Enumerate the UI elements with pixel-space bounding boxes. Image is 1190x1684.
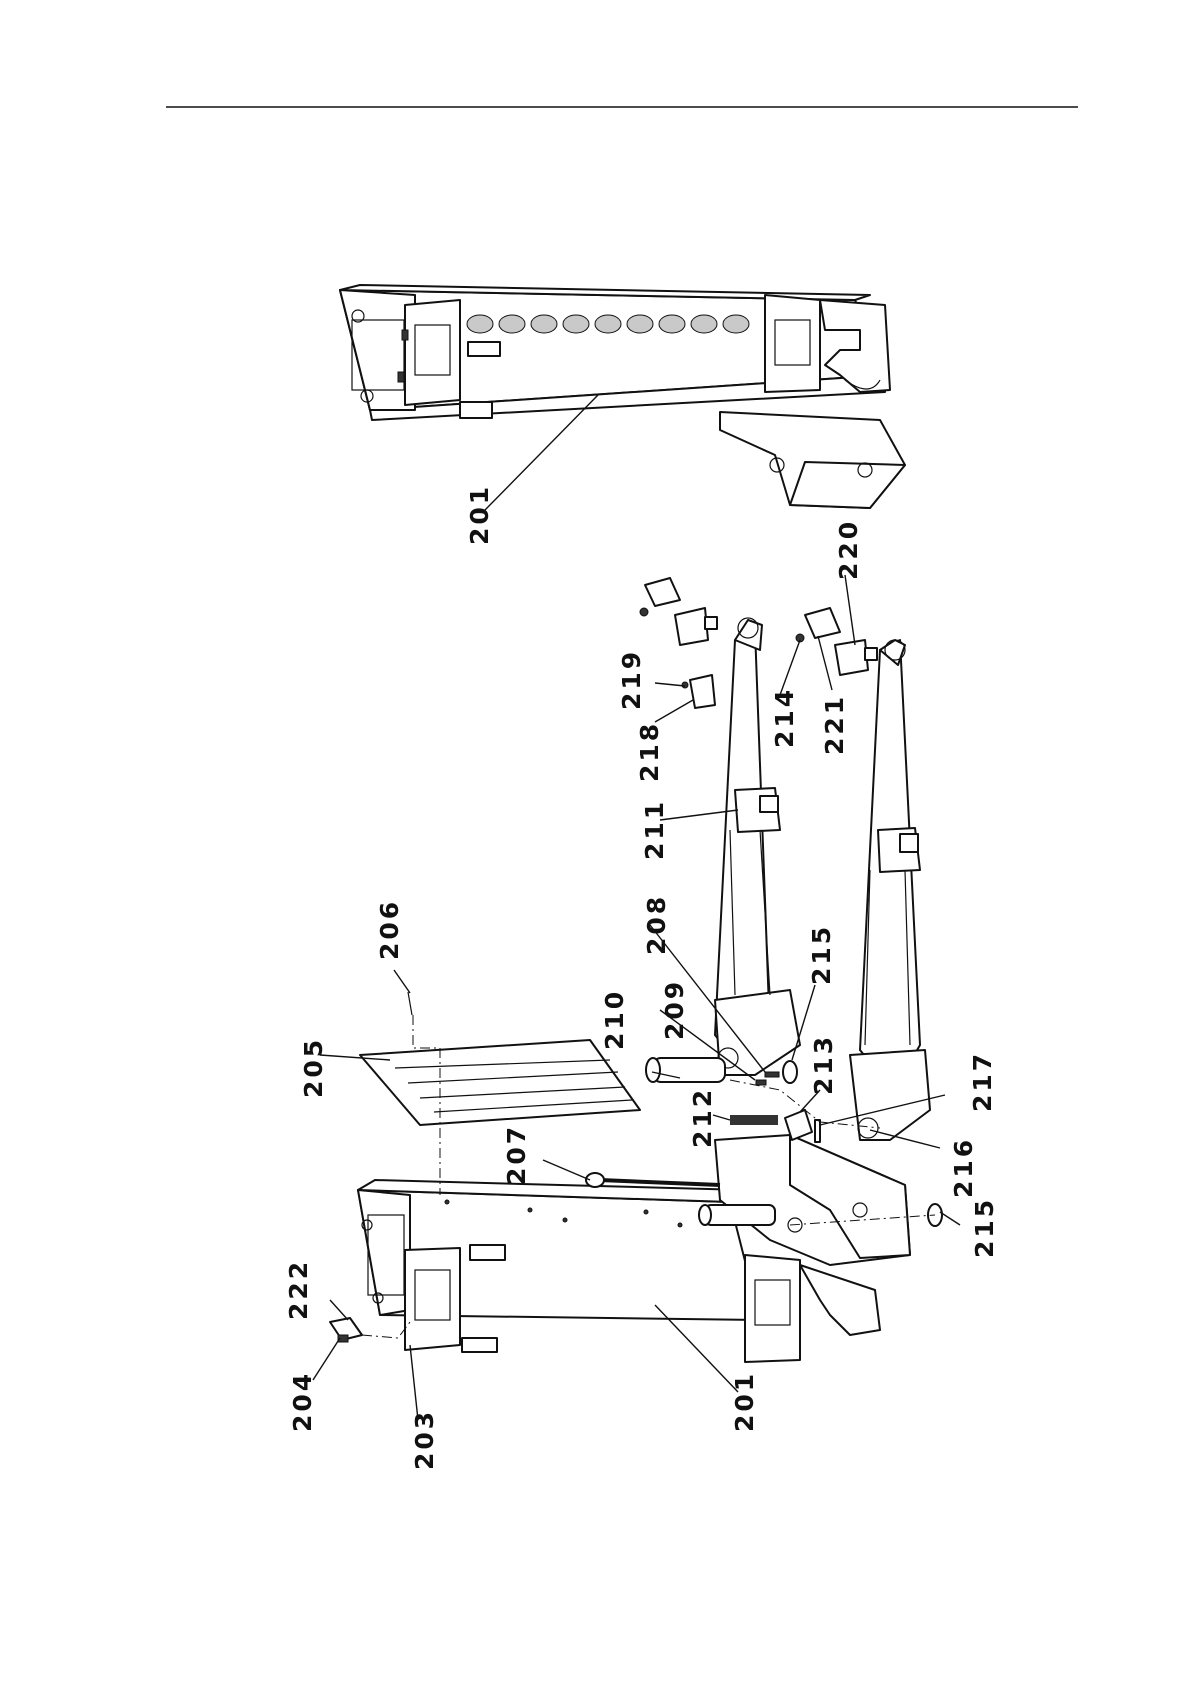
pin-209	[756, 1080, 766, 1085]
label-205: 205	[299, 1037, 328, 1098]
label-210: 210	[600, 989, 629, 1050]
label-216: 216	[949, 1137, 978, 1198]
ring-215-upper	[783, 1061, 797, 1083]
upper-arm	[715, 618, 800, 1075]
rod-207	[586, 1173, 720, 1187]
label-215-upper: 215	[807, 924, 836, 985]
label-206: 206	[375, 899, 404, 960]
label-213: 213	[809, 1034, 838, 1095]
hinge-set-upper	[640, 578, 717, 645]
top-frame-assembly	[340, 285, 905, 508]
label-222: 222	[284, 1259, 313, 1320]
assembly-line-clip	[362, 1322, 410, 1338]
label-204: 204	[288, 1371, 317, 1432]
label-218: 218	[635, 721, 664, 782]
label-219: 219	[617, 649, 646, 710]
label-217: 217	[968, 1051, 997, 1112]
label-212: 212	[688, 1087, 717, 1148]
wire-206	[408, 992, 412, 1015]
label-209: 209	[660, 979, 689, 1040]
pin-217	[815, 1120, 820, 1142]
label-214: 214	[770, 687, 799, 748]
bottom-frame-assembly	[358, 1135, 910, 1362]
label-215-lower: 215	[970, 1197, 999, 1258]
plate-205	[360, 1040, 640, 1125]
label-211: 211	[640, 799, 669, 860]
hinge-set-lower	[796, 608, 877, 675]
spring-212	[730, 1115, 778, 1125]
pin-210	[646, 1058, 725, 1082]
label-207: 207	[502, 1124, 531, 1185]
label-201-bottom: 201	[730, 1371, 759, 1432]
label-203: 203	[410, 1409, 439, 1470]
pin-208	[765, 1072, 779, 1077]
label-221: 221	[820, 694, 849, 755]
label-220: 220	[834, 519, 863, 580]
lower-arm	[850, 640, 930, 1140]
label-208: 208	[642, 894, 671, 955]
label-201-top: 201	[465, 484, 494, 545]
